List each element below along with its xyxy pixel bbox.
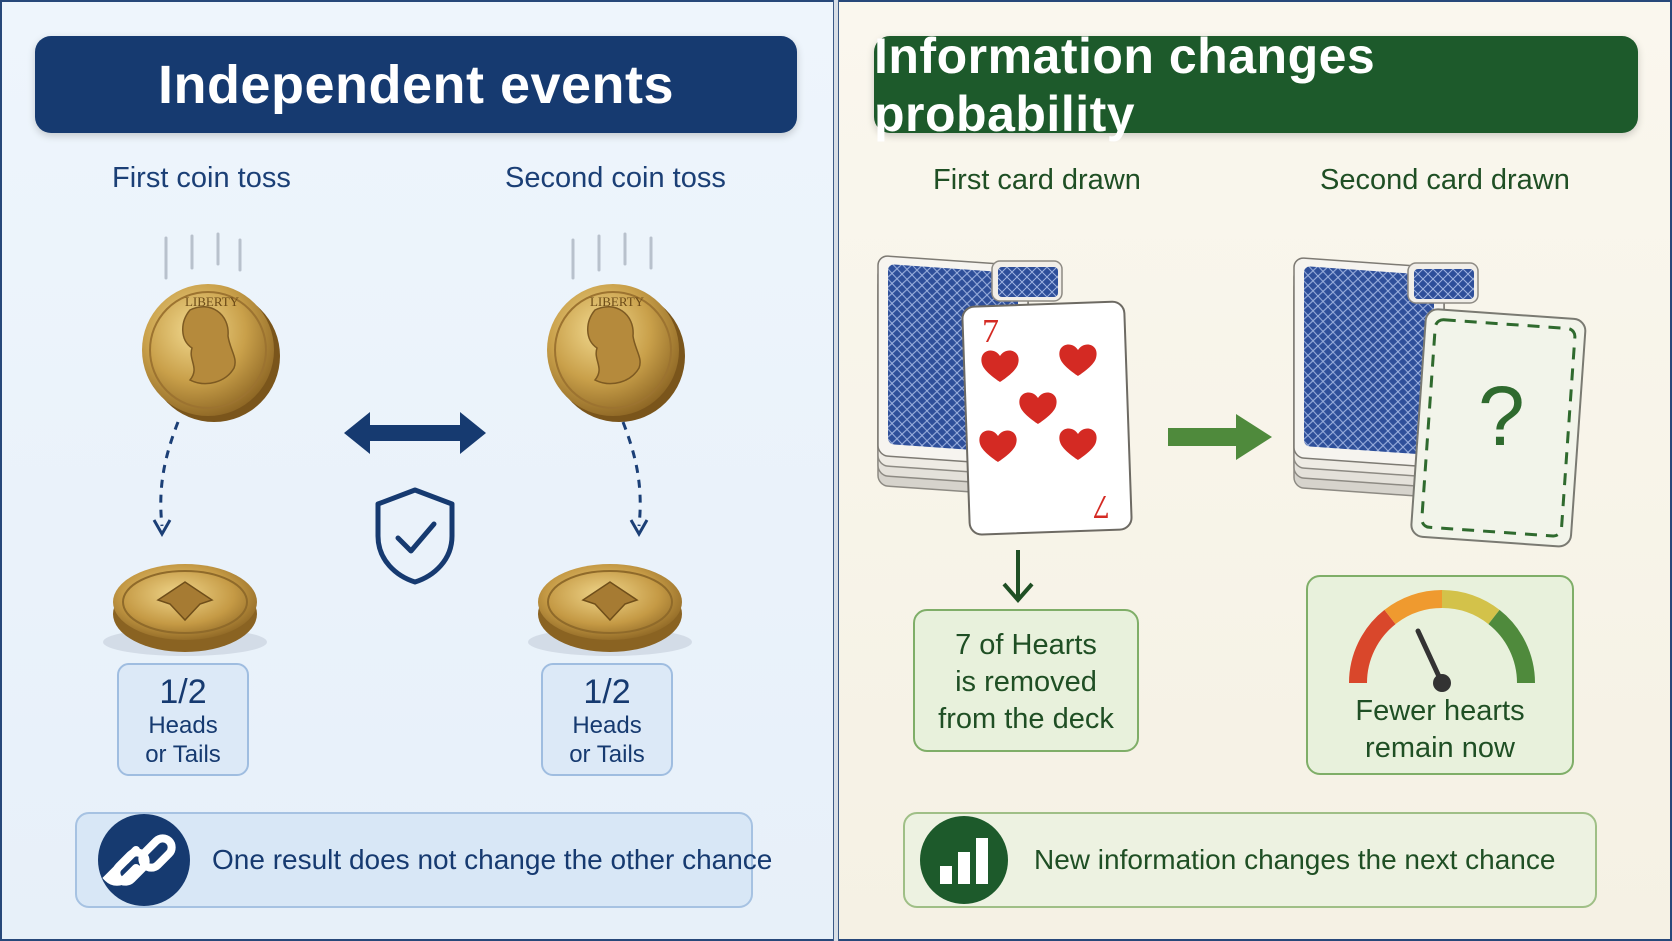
removed-card-box: 7 of Hearts is removed from the deck	[913, 609, 1139, 752]
second-toss-outcome-tails: or Tails	[569, 741, 645, 768]
first-coin-label: First coin toss	[112, 162, 291, 194]
removed-card-line2: is removed	[955, 666, 1097, 698]
independent-events-panel	[0, 0, 836, 941]
flipping-coin-first-icon: LIBERTY	[142, 284, 280, 422]
unknown-card-icon	[1410, 308, 1587, 548]
first-card-label: First card drawn	[933, 164, 1141, 196]
independence-summary-text: One result does not change the other cha…	[212, 844, 773, 875]
independent-events-title: Independent events	[35, 36, 797, 133]
fewer-hearts-line1: Fewer hearts	[1355, 695, 1525, 727]
second-card-label: Second card drawn	[1320, 164, 1570, 196]
double-arrow-icon	[344, 412, 486, 454]
chain-link-icon	[98, 814, 190, 906]
information-summary-bar: New information changes the next chance	[903, 812, 1597, 908]
card-rank-bottom: 7	[1093, 488, 1110, 525]
second-toss-fraction: 1/2	[583, 673, 631, 711]
dashed-arrow-down-second-icon	[621, 421, 649, 538]
second-toss-outcome-heads: Heads	[572, 712, 642, 739]
arrow-right-icon	[1168, 414, 1272, 460]
second-toss-probability-box: 1/2 Heads or Tails	[541, 663, 673, 776]
panel-divider	[833, 0, 839, 941]
information-summary-text: New information changes the next chance	[1034, 844, 1556, 875]
coin-inscription-second: LIBERTY	[590, 294, 645, 309]
first-toss-probability-box: 1/2 Heads or Tails	[117, 663, 249, 776]
arrow-down-icon	[1002, 550, 1034, 604]
first-toss-outcome-tails: or Tails	[145, 741, 221, 768]
independence-summary-bar: One result does not change the other cha…	[75, 812, 772, 908]
bar-chart-icon	[920, 816, 1008, 904]
unknown-card-question-mark: ?	[1478, 369, 1525, 463]
fewer-hearts-box: Fewer hearts remain now	[1306, 575, 1574, 775]
dashed-arrow-down-first-icon	[152, 421, 180, 538]
fewer-hearts-line2: remain now	[1365, 732, 1515, 764]
removed-card-line1: 7 of Hearts	[955, 629, 1097, 661]
shield-check-icon	[375, 487, 455, 585]
second-coin-label: Second coin toss	[505, 162, 726, 194]
motion-lines-icon	[164, 232, 242, 280]
landed-coin-second-icon	[528, 564, 692, 656]
seven-of-hearts-card-icon: 7 7	[961, 300, 1133, 536]
motion-lines-second-icon	[571, 232, 653, 280]
first-toss-fraction: 1/2	[159, 673, 207, 711]
heart-pips-icon	[979, 344, 1097, 462]
flipping-coin-second-icon: LIBERTY	[547, 284, 685, 422]
fewer-hearts-text: Fewer hearts remain now	[1308, 693, 1572, 767]
card-rank-top: 7	[982, 313, 999, 350]
coin-inscription: LIBERTY	[185, 294, 240, 309]
removed-card-line3: from the deck	[938, 703, 1114, 735]
information-changes-title: Information changes probability	[874, 28, 1638, 142]
landed-coin-first-icon	[103, 564, 267, 656]
gauge-icon	[1349, 589, 1535, 692]
first-toss-outcome-heads: Heads	[148, 712, 218, 739]
